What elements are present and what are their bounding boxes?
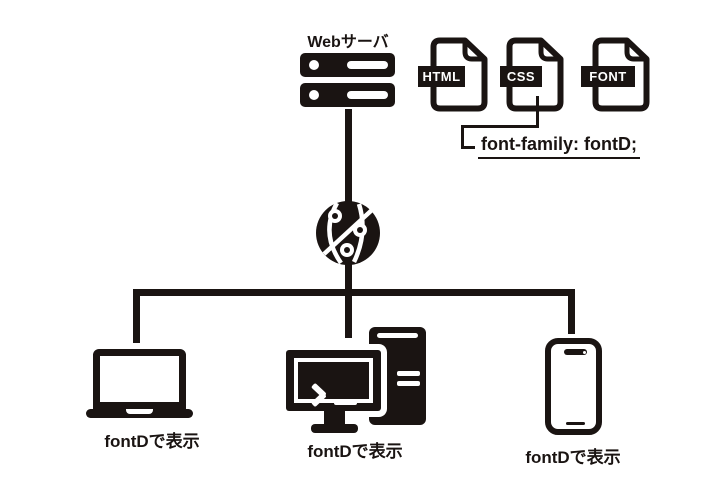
tower-vent (397, 381, 420, 386)
phone-camera-dot (583, 350, 586, 354)
globe-network-icon (316, 201, 380, 265)
terminal-screen (294, 358, 373, 408)
monitor-base (311, 424, 358, 433)
monitor-stand (324, 411, 345, 425)
server-led-icon (309, 60, 319, 70)
smartphone-caption: fontDで表示 (525, 448, 621, 467)
tower-slot (377, 333, 418, 338)
css-annotation-text: font-family: fontD; (478, 134, 640, 159)
laptop-notch (126, 409, 153, 414)
connector-branch-horizontal (133, 289, 575, 296)
smartphone-icon (545, 338, 602, 435)
laptop-caption: fontDで表示 (104, 432, 200, 451)
phone-camera-island (564, 349, 587, 355)
desktop-caption: fontDで表示 (307, 442, 403, 461)
web-server-label: Webサーバ (307, 34, 389, 51)
server-led-icon (309, 90, 319, 100)
phone-home-bar (566, 422, 585, 425)
file-type-label: HTML (418, 66, 465, 87)
connector-branch-smartphone (568, 289, 575, 334)
connector-branch-laptop (133, 289, 140, 343)
server-slot-icon (347, 61, 388, 69)
file-type-label: CSS (500, 66, 542, 87)
server-rack-icon (300, 53, 395, 107)
monitor (286, 350, 381, 411)
terminal-prompt-icon (310, 391, 327, 408)
server-unit (300, 53, 395, 77)
css-file-icon (506, 37, 564, 112)
terminal-cursor-icon (334, 399, 357, 405)
tower-vent (397, 371, 420, 376)
server-slot-icon (347, 91, 388, 99)
laptop-screen (93, 349, 186, 409)
server-unit (300, 83, 395, 107)
laptop-base (86, 409, 193, 418)
file-type-label: FONT (581, 66, 635, 87)
